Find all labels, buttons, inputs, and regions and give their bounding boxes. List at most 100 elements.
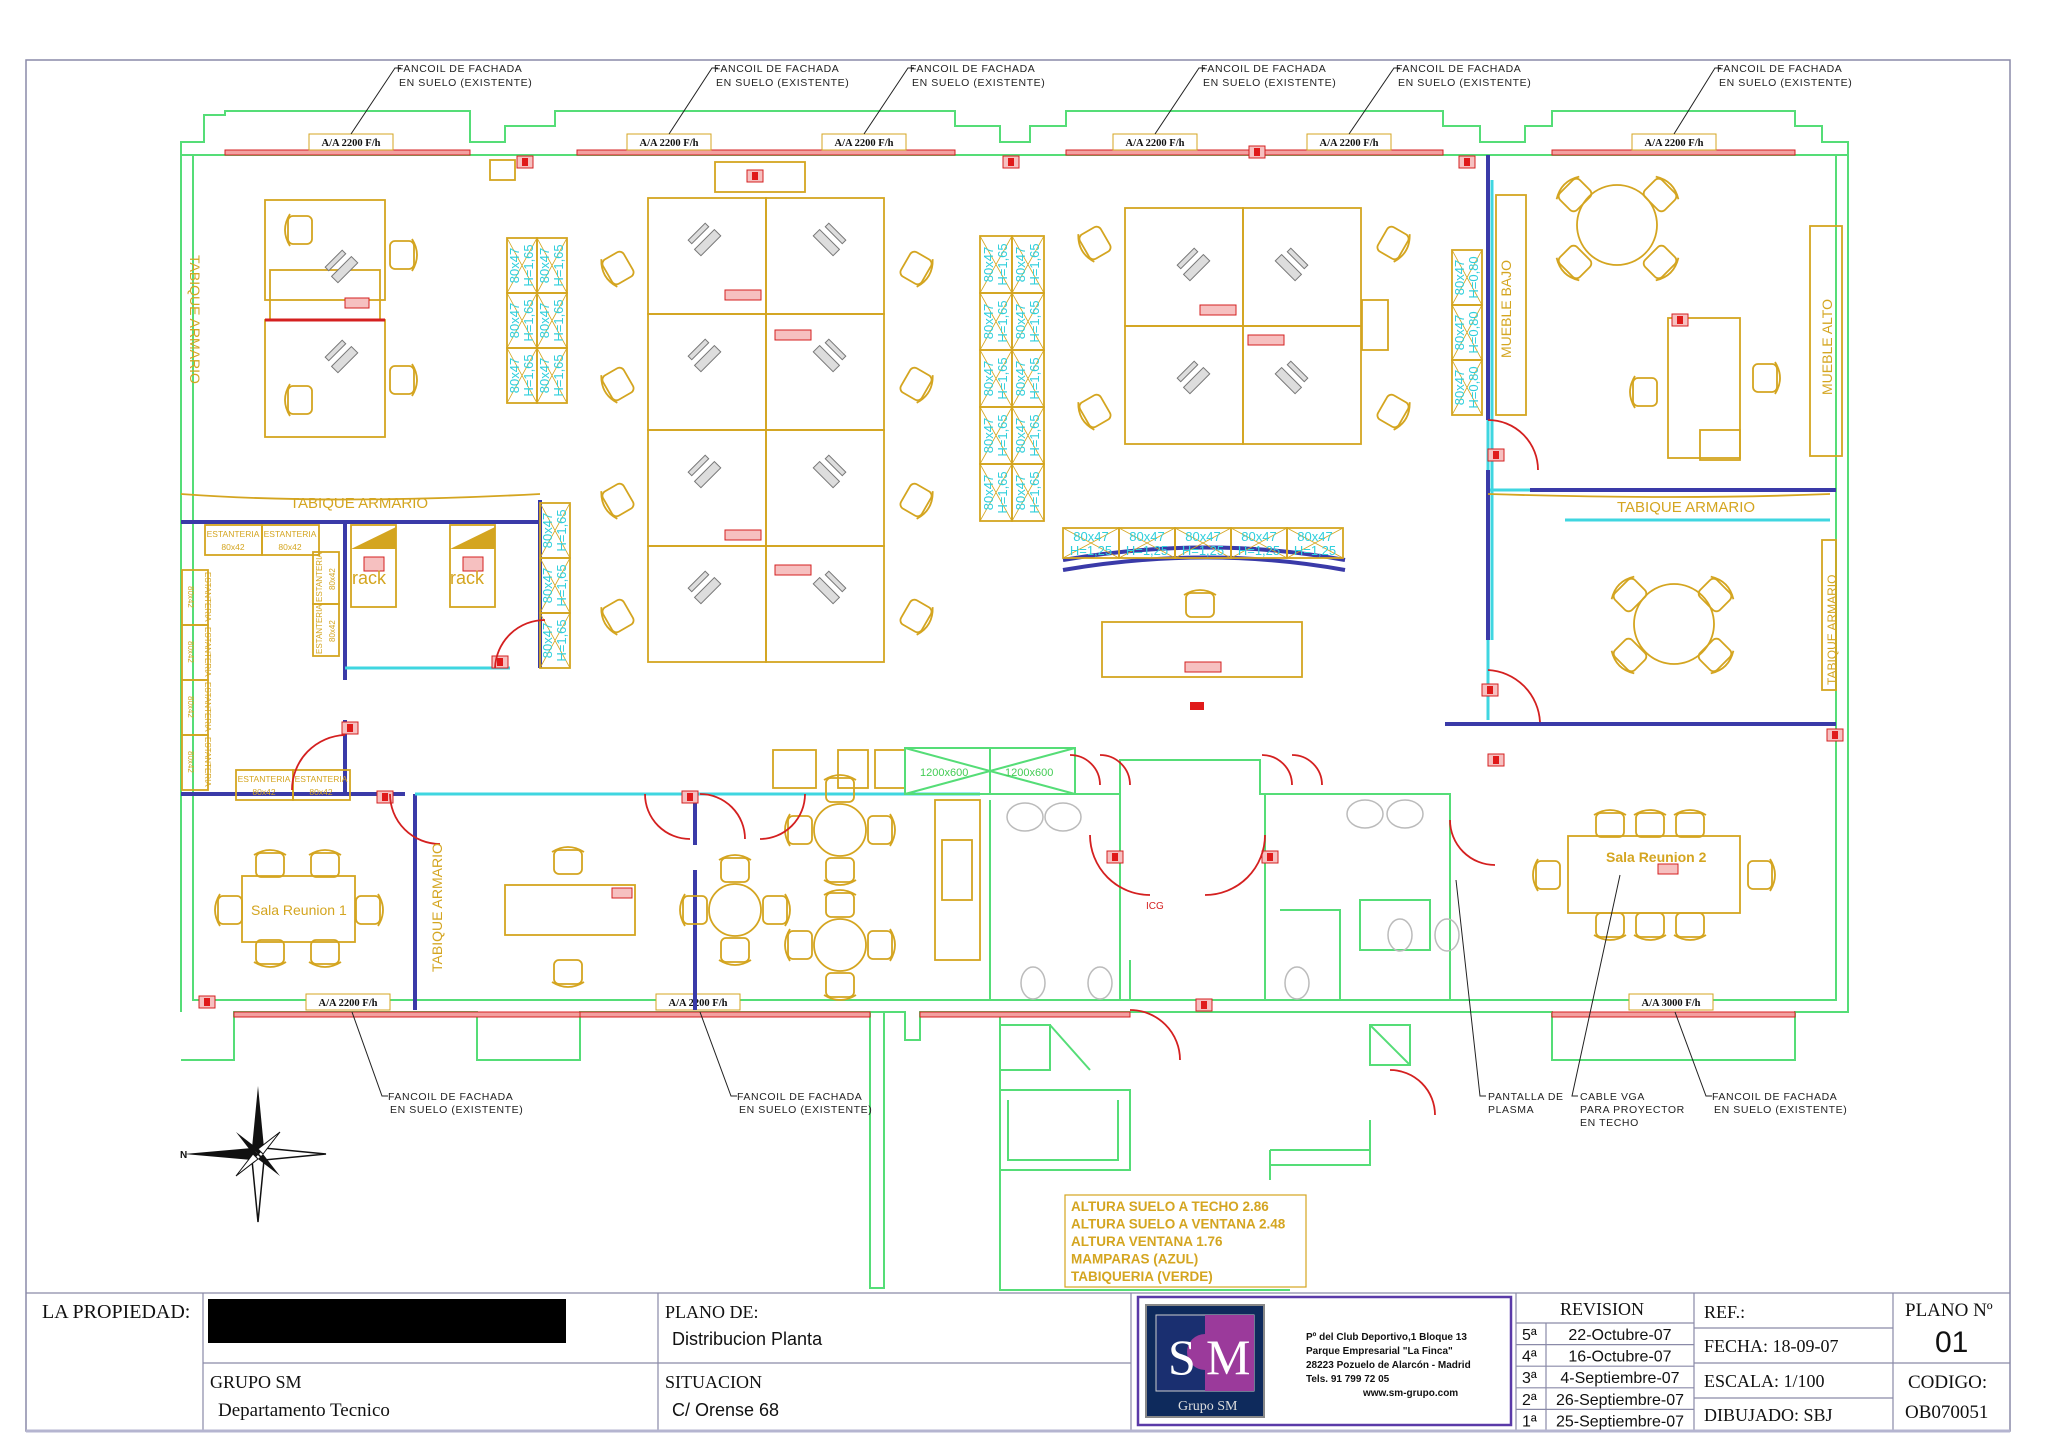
- chair-back: [308, 849, 342, 856]
- chair-back: [1774, 361, 1781, 395]
- door-swing: [1089, 834, 1151, 896]
- chair-seat: [1557, 177, 1593, 213]
- plano-de-value: Distribucion Planta: [672, 1329, 823, 1349]
- door-swing: [699, 793, 746, 840]
- module-dims: 80x47: [981, 304, 996, 339]
- chair-back: [551, 846, 585, 853]
- chair-icon: [899, 482, 934, 520]
- label-panel-1: 1200x600: [920, 767, 968, 779]
- module-dims: 80x47: [1297, 529, 1332, 544]
- socket: [774, 329, 812, 341]
- desk: [264, 319, 386, 438]
- chair-back: [916, 491, 934, 520]
- shelf-label: ESTANTERIA: [264, 529, 317, 539]
- chair-icon: [1697, 575, 1735, 613]
- desk: [765, 197, 885, 315]
- chair-back: [1769, 858, 1776, 892]
- module-cross: [1011, 463, 1045, 522]
- socket-core: [1267, 853, 1273, 861]
- chair-icon: [389, 238, 418, 272]
- rack-icon: [351, 527, 396, 549]
- chair-back: [1610, 650, 1635, 675]
- fancoil-annotation: EN SUELO (EXISTENTE): [739, 1104, 872, 1116]
- window: [1551, 149, 1796, 156]
- module-height: H=0,80: [1466, 366, 1481, 408]
- chair-icon: [308, 849, 342, 878]
- chair-icon: [1376, 225, 1411, 263]
- plano-no-label: PLANO Nº: [1905, 1300, 1993, 1321]
- chair-seat: [825, 777, 855, 803]
- computer-icon: [812, 338, 847, 373]
- module-height: H=1,65: [995, 414, 1010, 456]
- aa-unit-box: [305, 993, 391, 1011]
- power-socket-icon: [1199, 304, 1237, 316]
- monitor: [1286, 247, 1309, 270]
- socket-core: [1677, 316, 1683, 324]
- round-table: [1633, 583, 1715, 665]
- propiedad-label: LA PROPIEDAD:: [42, 1301, 190, 1323]
- round-table: [813, 918, 867, 972]
- monitor: [324, 339, 347, 362]
- chair-icon: [1077, 225, 1112, 263]
- fancoil-annotation: EN SUELO (EXISTENTE): [1714, 1104, 1847, 1116]
- chair-icon: [1752, 361, 1781, 395]
- chair-seat: [1595, 912, 1625, 938]
- module-cross: [1011, 235, 1045, 294]
- desk: [647, 429, 767, 547]
- chair-seat: [310, 939, 340, 965]
- label-tabique-armario-mid: TABIQUE ARMARIO: [290, 495, 428, 512]
- chair-seat: [1697, 577, 1733, 613]
- chair-icon: [600, 482, 635, 520]
- module-height: H=1,25: [1070, 543, 1112, 558]
- revision-number: 4ª: [1522, 1349, 1537, 1366]
- window: [579, 1011, 871, 1018]
- desk: [504, 884, 636, 936]
- company-logo: S M Grupo SM: [1145, 1304, 1265, 1418]
- module-cross: [1286, 527, 1344, 559]
- chair-back: [1077, 234, 1095, 263]
- label-tabique-armario-lower: TABIQUE ARMARIO: [429, 843, 445, 972]
- module-dims: 80x47: [507, 303, 522, 338]
- leader-line: [1674, 1011, 1712, 1097]
- module-dims: 80x47: [507, 248, 522, 283]
- ceiling-panels: [904, 747, 1076, 795]
- note-line: TABIQUERIA (VERDE): [1071, 1269, 1213, 1284]
- chair-back: [1673, 809, 1707, 816]
- door-swing: [1449, 819, 1496, 866]
- socket: [1184, 661, 1222, 673]
- module-height: H=1,65: [521, 244, 536, 286]
- leader-line: [1571, 874, 1621, 1097]
- module-height: H=1,65: [995, 357, 1010, 399]
- module-height: H=1,25: [1182, 543, 1224, 558]
- desk: [1567, 835, 1741, 914]
- chair-seat: [1752, 363, 1778, 393]
- desk: [765, 545, 885, 663]
- label-mueble-alto: MUEBLE ALTO: [1819, 299, 1835, 395]
- desk: [1242, 325, 1362, 445]
- leader-line: [699, 1011, 737, 1097]
- chair-seat: [601, 366, 635, 402]
- chair-back: [253, 961, 287, 968]
- door-swing: [1069, 754, 1131, 786]
- codigo: OB070051: [1905, 1402, 1988, 1423]
- chair-seat: [1675, 912, 1705, 938]
- chair-back: [1555, 175, 1580, 200]
- chair-back: [823, 774, 857, 781]
- chair-back: [1629, 375, 1636, 409]
- chair-icon: [1610, 575, 1648, 613]
- socket-core: [1464, 158, 1470, 166]
- window: [919, 1011, 1131, 1018]
- room-labels: TABIQUE ARMARIO TABIQUE ARMARIO TABIQUE …: [187, 255, 1839, 972]
- module-height: H=1,25: [1238, 543, 1280, 558]
- chair-icon: [899, 598, 934, 636]
- chair-icon: [1610, 637, 1648, 675]
- fancoil-annotation: FANCOIL DE FACHADA: [388, 1091, 513, 1103]
